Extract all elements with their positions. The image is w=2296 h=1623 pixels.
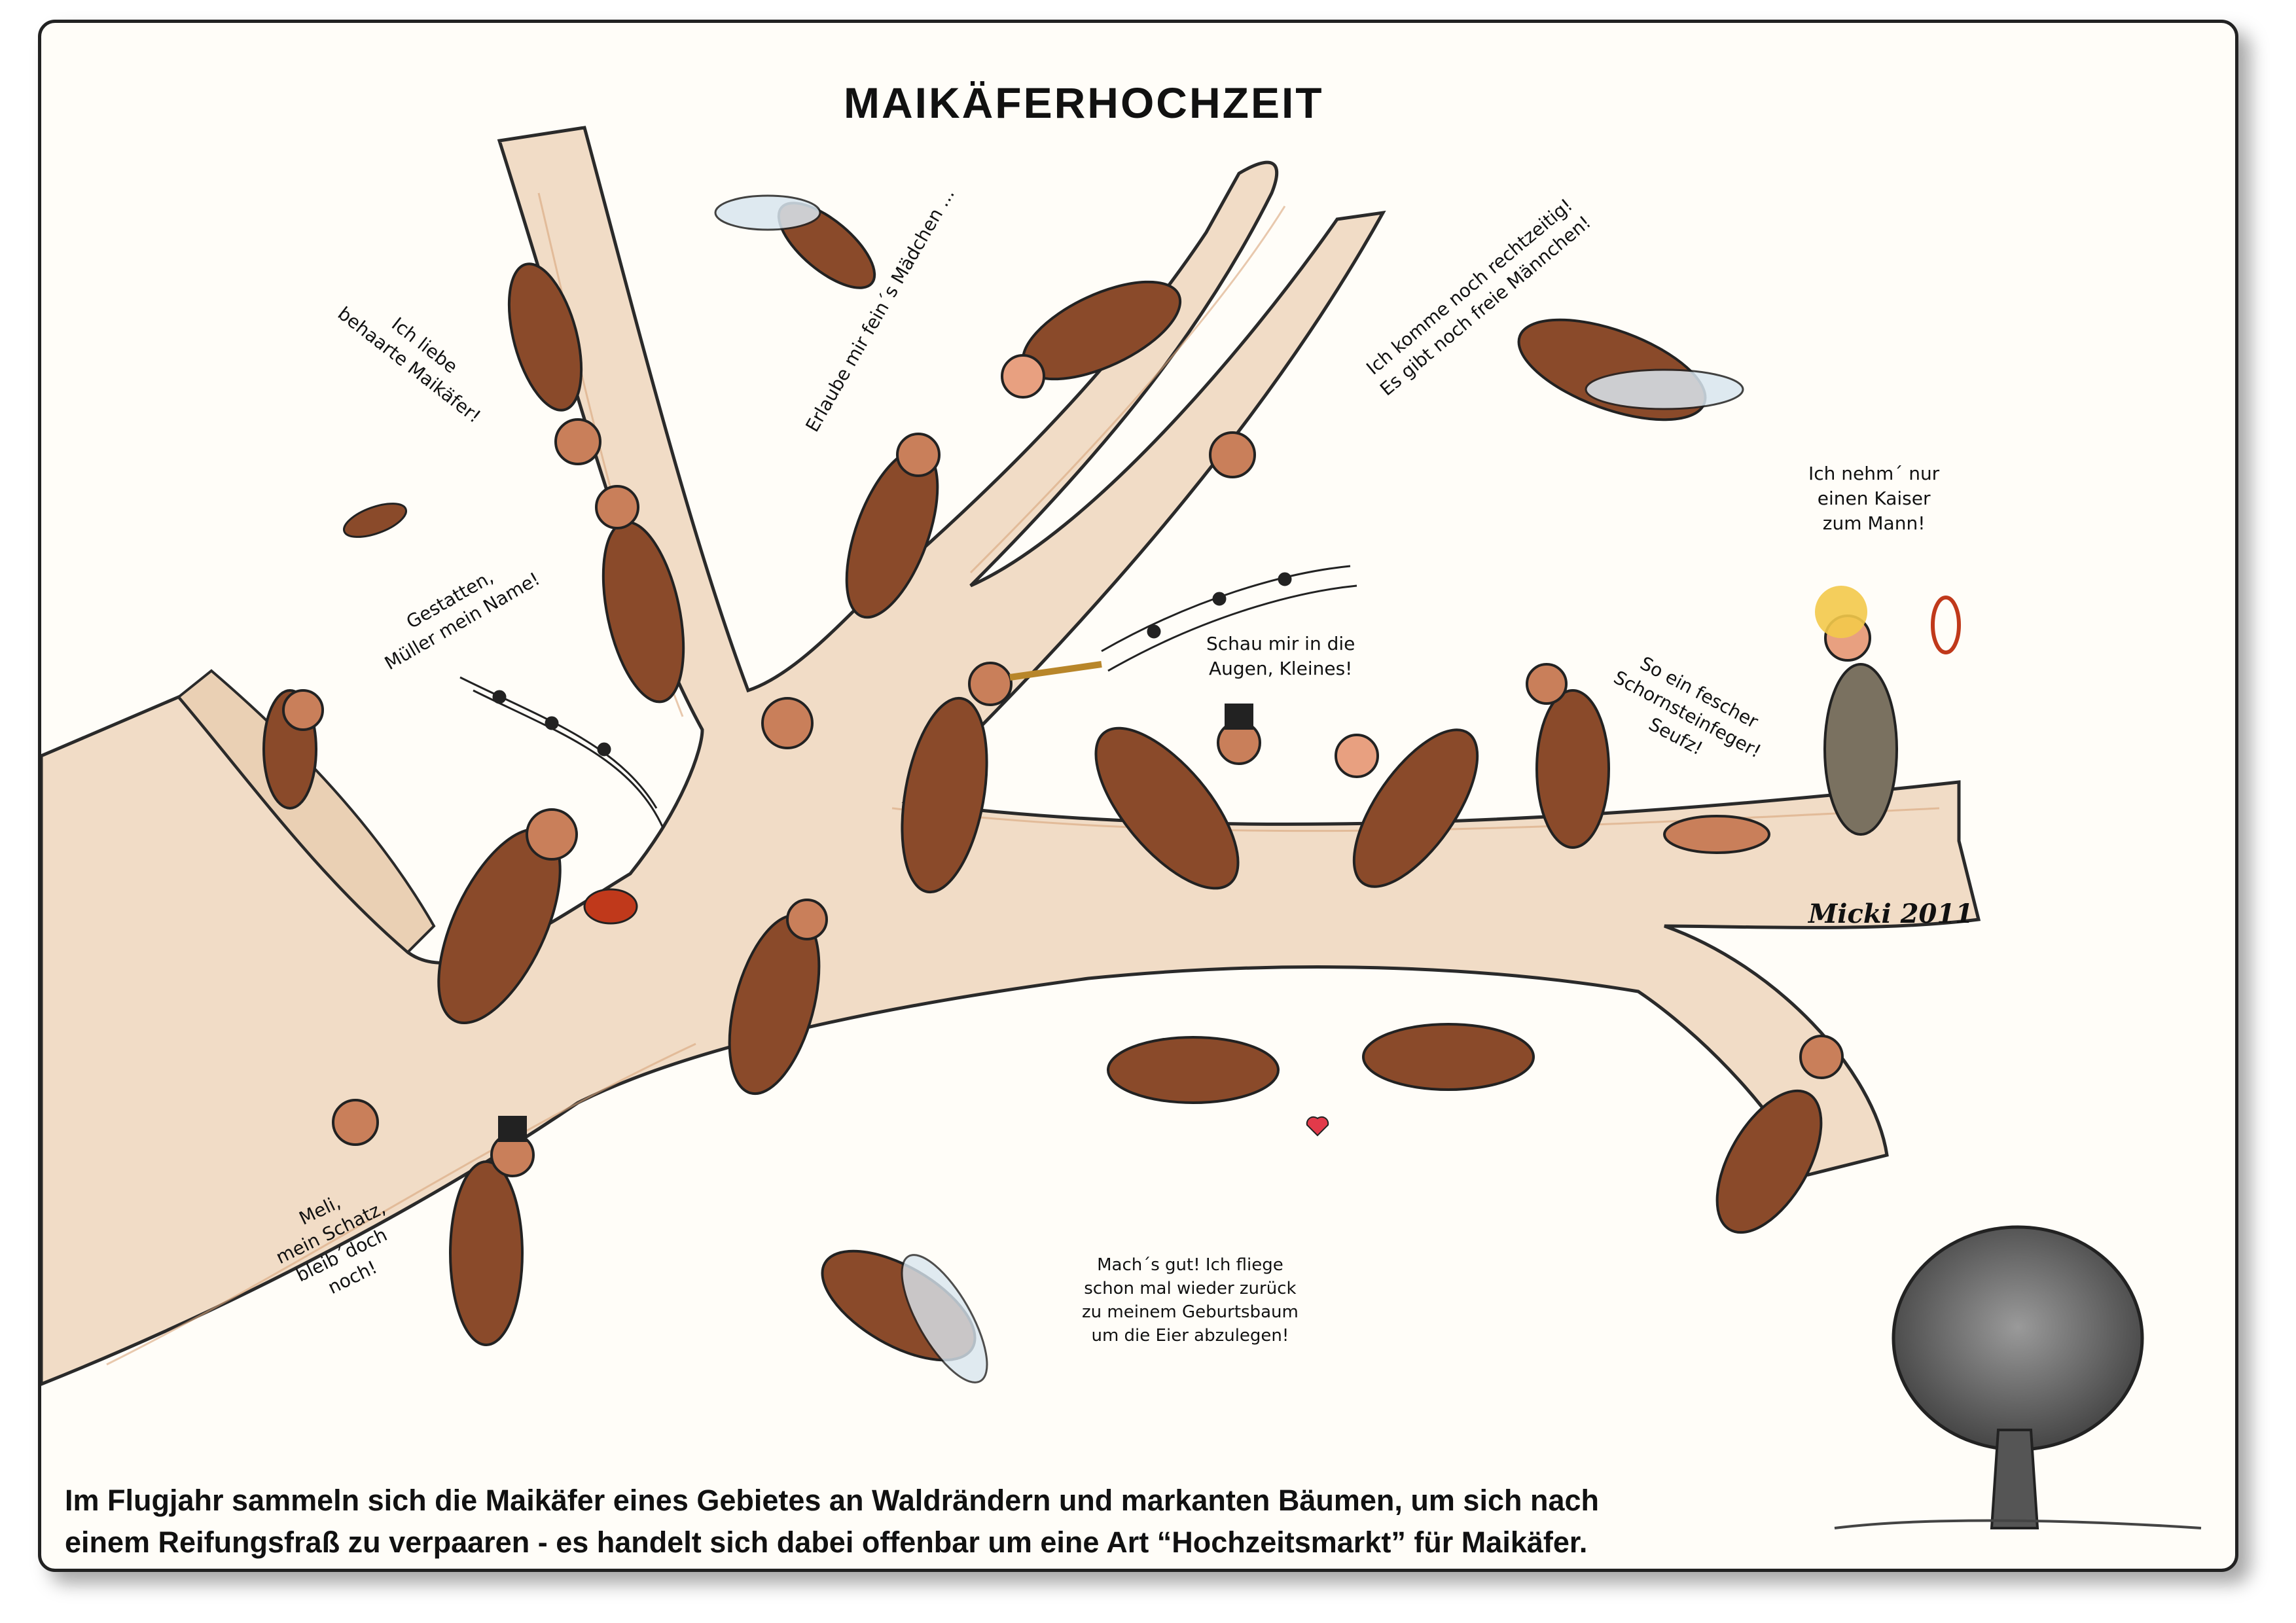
beetle-standing	[1526, 663, 1610, 849]
beetle-right-hanging	[1715, 1035, 1844, 1234]
beetle-mueller	[595, 485, 685, 704]
beetle-small-flying	[343, 503, 407, 538]
speech-kaiser: Ich nehm´ nur einen Kaiser zum Mann!	[1808, 463, 1940, 534]
beetle-left-branch	[262, 689, 324, 810]
beetle-climbing	[1209, 431, 1256, 478]
beetle-female-top	[1001, 280, 1182, 399]
beetle-hanging-pair	[1107, 1023, 1535, 1137]
beetle-trumpeter	[901, 661, 1102, 894]
beetle-flying-right	[1517, 318, 1744, 421]
beetle-violinist	[437, 808, 638, 1024]
beetle-hanging-top	[507, 262, 601, 465]
illustration-frame: MAIKÄFERHOCHZEIT Ich liebe behaarte Maik…	[38, 20, 2238, 1572]
beetle-bride	[1335, 728, 1479, 888]
beetle-flying-top	[714, 194, 876, 289]
page-title: MAIKÄFERHOCHZEIT	[844, 79, 1324, 127]
beetle-bottom-left	[332, 1099, 379, 1146]
beetle-erlaube	[845, 433, 941, 619]
caption: Im Flugjahr sammeln sich die Maikäfer ei…	[65, 1480, 1865, 1563]
speech-augen: Schau mir in die Augen, Kleines!	[1206, 633, 1355, 679]
beetle-peeking	[761, 697, 814, 749]
caption-line-1: Im Flugjahr sammeln sich die Maikäfer ei…	[65, 1484, 1599, 1517]
beetle-lying	[1663, 815, 1770, 854]
beetle-group	[262, 194, 1961, 1383]
artist-signature: Micki 2011	[1808, 899, 1973, 929]
beetle-meli	[449, 1116, 535, 1346]
beetle-flying-away	[821, 1249, 988, 1383]
beetle-queen	[1815, 586, 1961, 836]
speech-mach: Mach´s gut! Ich fliege schon mal wieder …	[1082, 1255, 1299, 1346]
music-notes	[459, 565, 1357, 829]
small-tree	[1834, 1225, 2202, 1529]
beetle-groom-left	[1094, 704, 1261, 890]
branch-illustration	[41, 126, 2202, 1529]
beetle-singer	[728, 899, 828, 1096]
caption-line-2: einem Reifungsfraß zu verpaaren - es han…	[65, 1525, 1588, 1559]
